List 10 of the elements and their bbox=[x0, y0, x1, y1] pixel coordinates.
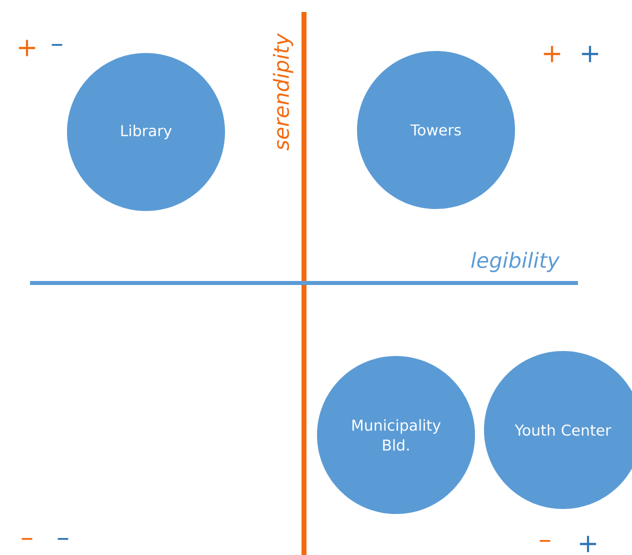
sign: – bbox=[52, 44, 62, 46]
axis-label: serendipity bbox=[272, 33, 294, 150]
sign: + bbox=[544, 46, 560, 62]
sign: – bbox=[540, 540, 550, 542]
sign: – bbox=[58, 538, 68, 540]
sign: + bbox=[580, 536, 596, 552]
sign: – bbox=[22, 538, 32, 540]
axis-label: legibility bbox=[471, 252, 560, 272]
sign: + bbox=[18, 40, 36, 56]
sign: + bbox=[582, 46, 598, 62]
